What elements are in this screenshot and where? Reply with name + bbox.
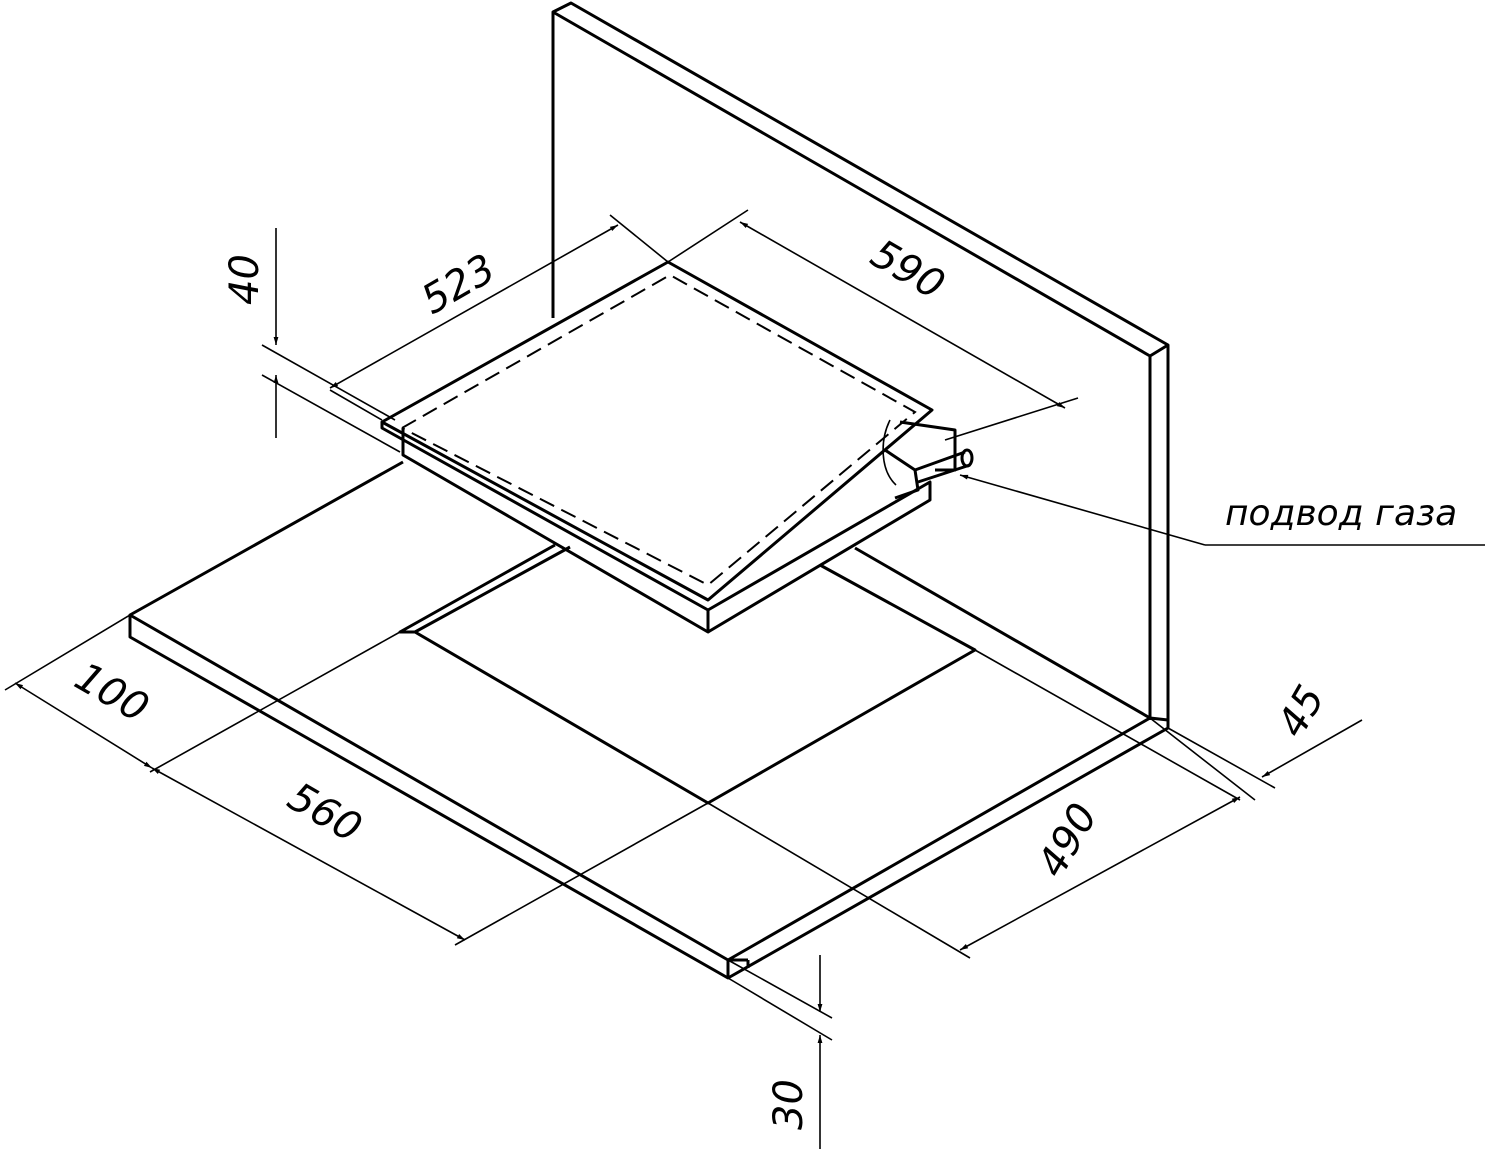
dim-560-label: 560 (280, 774, 369, 852)
dim-490-label: 490 (1029, 796, 1107, 885)
gas-inlet-callout: подвод газа (959, 474, 1485, 546)
dim-45-label: 45 (1269, 678, 1334, 745)
dim-30-label: 30 (766, 1079, 812, 1130)
dimension-hob-height: 40 (222, 228, 401, 453)
countertop-cutout (398, 543, 977, 805)
dimension-back-gap: 45 (1149, 678, 1363, 801)
dimension-hob-width: 590 (667, 209, 1079, 441)
dim-40-label: 40 (222, 254, 268, 305)
dimension-countertop-thickness: 30 (727, 955, 833, 1149)
countertop (128, 460, 1170, 980)
dim-523-label: 523 (414, 246, 503, 324)
dimension-cutout-depth: 490 (707, 649, 1241, 959)
dimension-hob-depth: 523 (329, 214, 669, 421)
back-wall-panel (551, 1, 1170, 720)
dimension-front-gap: 100 (4, 614, 401, 773)
hob (380, 260, 974, 634)
dim-100-label: 100 (67, 654, 156, 732)
dim-590-label: 590 (863, 231, 952, 309)
gas-inlet-label: подвод газа (1225, 493, 1457, 534)
